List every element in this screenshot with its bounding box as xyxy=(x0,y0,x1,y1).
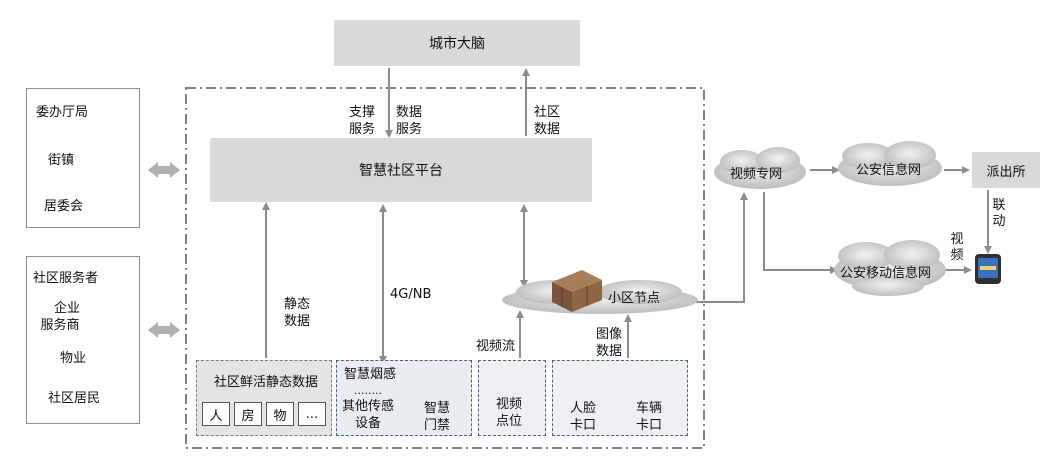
gov-item-2: 街镇 xyxy=(48,153,75,168)
double-arrow-bottom xyxy=(148,322,180,338)
video-point-line1: 视频 xyxy=(496,397,523,412)
image-data-line2: 数据 xyxy=(596,344,623,359)
user-item-1: 社区服务者 xyxy=(33,271,99,286)
police-phone-icon xyxy=(975,254,1001,284)
police-station-box: 派出所 xyxy=(972,152,1040,188)
data-service-line2: 服务 xyxy=(396,122,423,137)
community-data-label: 社区 数据 xyxy=(534,104,560,138)
user-item-2-line1: 企业 xyxy=(54,301,81,316)
static-data-line1: 静态 xyxy=(284,297,311,312)
item-house: 房 xyxy=(234,402,262,426)
item-person: 人 xyxy=(202,402,230,426)
face-line2: 卡口 xyxy=(570,418,597,433)
police-info-network-label: 公安信息网 xyxy=(856,163,922,178)
sensor-dots: ........ xyxy=(354,384,382,397)
network-label: 4G/NB xyxy=(390,287,432,302)
smart-door-line2: 门禁 xyxy=(424,418,451,433)
video-point-box xyxy=(478,360,546,436)
video-network-label: 视频专网 xyxy=(730,167,783,182)
video-point-line2: 点位 xyxy=(496,414,523,429)
user-item-2-line2: 服务商 xyxy=(40,318,80,333)
other-sensor-line1: 其他传感 xyxy=(342,399,395,414)
user-item-4: 社区居民 xyxy=(48,391,101,406)
face-checkpoint-label: 人脸 卡口 xyxy=(570,400,596,434)
city-brain-box: 城市大脑 xyxy=(334,20,580,66)
video-stream-label: 视频流 xyxy=(476,339,516,354)
image-data-label: 图像 数据 xyxy=(596,326,622,360)
policemobile-cloud-shape xyxy=(834,240,946,296)
item-more: ... xyxy=(298,402,326,426)
link-line2: 动 xyxy=(992,214,1006,229)
gov-item-3: 居委会 xyxy=(44,199,84,214)
node-box-icon xyxy=(552,270,602,312)
policeinfo-cloud-shape xyxy=(838,141,942,186)
community-data-line2: 数据 xyxy=(534,122,561,137)
government-panel xyxy=(26,88,140,228)
link-label: 联 动 xyxy=(992,198,1006,230)
videonet-cloud-shape xyxy=(714,147,806,189)
vehicle-line1: 车辆 xyxy=(636,401,663,416)
arrow-node-to-videonet xyxy=(686,192,748,303)
video-point-label: 视频 点位 xyxy=(496,396,522,430)
vehicle-checkpoint-label: 车辆 卡口 xyxy=(636,400,662,434)
checkpoint-box xyxy=(552,360,688,436)
user-item-3: 物业 xyxy=(60,351,87,366)
item-object: 物 xyxy=(266,402,294,426)
static-data-line2: 数据 xyxy=(284,314,311,329)
static-source-title: 社区鲜活静态数据 xyxy=(214,375,319,390)
static-data-label: 静态 数据 xyxy=(284,296,310,330)
support-service-label: 支撑 服务 xyxy=(349,104,375,138)
video-line2: 频 xyxy=(950,248,964,263)
gov-item-1: 委办厅局 xyxy=(36,105,89,120)
support-service-line2: 服务 xyxy=(349,122,376,137)
user-item-2: 企业 服务商 xyxy=(41,300,81,334)
community-users-panel xyxy=(26,256,140,424)
police-mobile-network-label: 公安移动信息网 xyxy=(840,266,932,281)
double-arrow-top xyxy=(148,162,180,178)
arrow-videonet-to-mobile xyxy=(763,192,838,274)
other-sensor-line2: 设备 xyxy=(355,416,382,431)
sensor-source-box xyxy=(336,360,472,436)
link-line1: 联 xyxy=(992,198,1006,213)
data-service-line1: 数据 xyxy=(396,105,423,120)
platform-boundary-frame xyxy=(185,87,705,449)
platform-label: 智慧社区平台 xyxy=(359,163,443,179)
vehicle-line2: 卡口 xyxy=(636,418,663,433)
video-label: 视 频 xyxy=(950,232,964,264)
police-station-label: 派出所 xyxy=(986,164,1026,180)
other-sensor-label: 其他传感 设备 xyxy=(342,398,394,432)
data-service-label: 数据 服务 xyxy=(396,104,422,138)
smoke-sensor-label: 智慧烟感 xyxy=(344,367,397,382)
community-data-line1: 社区 xyxy=(534,105,561,120)
video-line1: 视 xyxy=(950,232,964,247)
smart-door-label: 智慧 门禁 xyxy=(424,400,450,434)
smart-community-platform-box: 智慧社区平台 xyxy=(210,138,592,202)
community-node-label: 小区节点 xyxy=(608,291,661,306)
face-line1: 人脸 xyxy=(570,401,597,416)
support-service-line1: 支撑 xyxy=(349,105,376,120)
image-data-line1: 图像 xyxy=(596,327,623,342)
smart-door-line1: 智慧 xyxy=(424,401,451,416)
city-brain-label: 城市大脑 xyxy=(429,36,485,52)
